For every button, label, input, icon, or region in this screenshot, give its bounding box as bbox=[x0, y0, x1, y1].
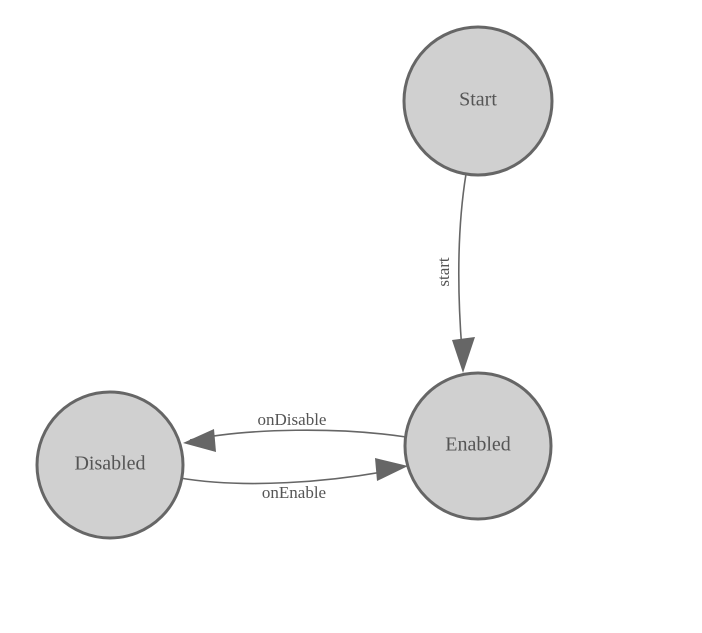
node-enabled-circle bbox=[403, 371, 553, 521]
edge-disabled-to-enabled-line bbox=[179, 469, 394, 485]
node-enabled-label: Enabled bbox=[445, 434, 511, 456]
edge-start-to-enabled-line bbox=[457, 173, 467, 352]
edge-label-on-disable: onDisable bbox=[258, 410, 327, 429]
edge-disabled-to-enabled-arrowhead bbox=[375, 458, 408, 481]
node-enabled[interactable]: Enabled bbox=[403, 371, 553, 521]
edge-enabled-to-disabled-arrowhead bbox=[183, 429, 216, 452]
node-start[interactable]: Start bbox=[402, 25, 554, 177]
node-disabled[interactable]: Disabled bbox=[35, 390, 185, 540]
node-start-circle bbox=[402, 25, 554, 177]
edge-label-start: start bbox=[434, 257, 453, 287]
node-start-label: Start bbox=[459, 89, 497, 111]
node-disabled-label: Disabled bbox=[74, 453, 145, 475]
edge-enabled-to-disabled-line bbox=[189, 429, 407, 441]
edge-start-to-enabled-arrowhead bbox=[452, 337, 475, 373]
node-disabled-circle bbox=[35, 390, 185, 540]
edge-enabled-to-disabled[interactable] bbox=[183, 429, 407, 452]
edge-label-on-enable: onEnable bbox=[262, 483, 326, 502]
edge-disabled-to-enabled[interactable] bbox=[179, 458, 408, 485]
edge-start-to-enabled[interactable] bbox=[452, 173, 475, 373]
